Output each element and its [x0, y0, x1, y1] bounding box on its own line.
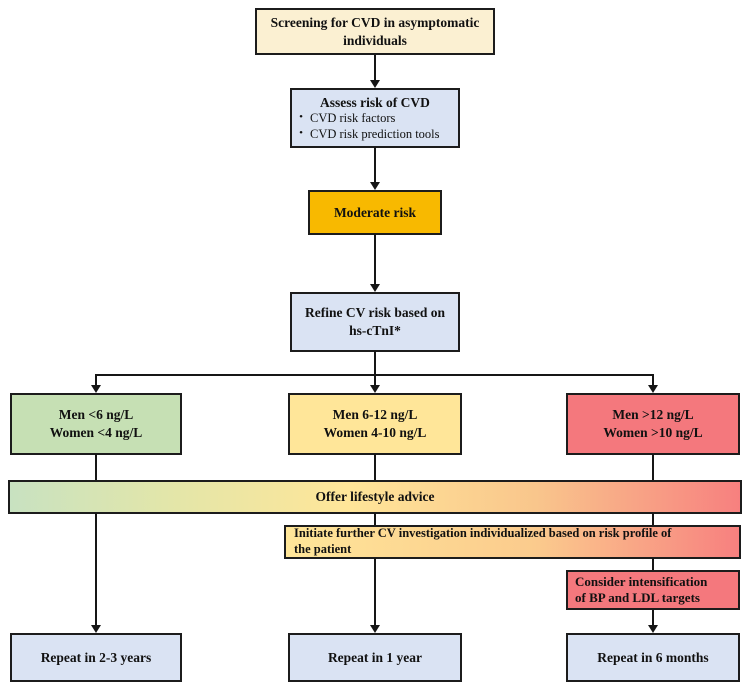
moderate-risk-box: Moderate risk [308, 190, 442, 235]
screening-line-1: Screening for CVD in asymptomatic [270, 14, 480, 30]
connector-low-lifestyle [95, 454, 97, 480]
investigation-line-1: Initiate further CV investigation indivi… [294, 526, 672, 541]
connector-assess-moderate [374, 147, 376, 182]
assess-bullet-2: • CVD risk prediction tools [292, 127, 458, 143]
arrowhead-down-icon [370, 284, 380, 292]
screening-line-2: individuals [343, 32, 407, 48]
moderate-risk-label: Moderate risk [333, 204, 417, 220]
connector-lifestyle-repeat-low [95, 513, 97, 625]
connector-intensification-repeat-high [652, 610, 654, 625]
intensification-line-2: of BP and LDL targets [575, 590, 700, 605]
screening-box: Screening for CVD in asymptomatic indivi… [255, 8, 495, 55]
high-risk-line-1: Men >12 ng/L [612, 407, 694, 423]
arrowhead-down-icon [370, 80, 380, 88]
high-risk-line-2: Women >10 ng/L [603, 425, 703, 440]
intensification-box: Consider intensification of BP and LDL t… [566, 570, 740, 610]
connector-high-lifestyle [652, 454, 654, 480]
refine-line-2: hs-cTnI* [349, 323, 401, 338]
assess-bullet-2-text: CVD risk prediction tools [310, 126, 440, 141]
repeat-2-3-years-label: Repeat in 2-3 years [40, 649, 152, 665]
arrowhead-down-icon [370, 625, 380, 633]
repeat-6-months-box: Repeat in 6 months [566, 633, 740, 682]
connector-split-high [652, 374, 654, 385]
assess-title: Assess risk of CVD [320, 94, 430, 110]
lifestyle-advice-bar: Offer lifestyle advice [8, 480, 742, 514]
connector-investigation-intensification [652, 558, 654, 570]
connector-screening-assess [374, 55, 376, 80]
connector-split-low [95, 374, 97, 385]
low-risk-line-1: Men <6 ng/L [58, 407, 134, 423]
repeat-2-3-years-box: Repeat in 2-3 years [10, 633, 182, 682]
refine-risk-box: Refine CV risk based on hs-cTnI* [290, 292, 460, 352]
repeat-1-year-box: Repeat in 1 year [288, 633, 462, 682]
connector-intermediate-lifestyle [374, 454, 376, 480]
intensification-line-1: Consider intensification [575, 573, 708, 589]
refine-line-1: Refine CV risk based on [304, 305, 446, 321]
assess-risk-box: Assess risk of CVD • CVD risk factors • … [290, 88, 460, 148]
intermediate-risk-line-2: Women 4-10 ng/L [323, 425, 427, 440]
intermediate-risk-line-1: Men 6-12 ng/L [332, 407, 418, 423]
investigation-box: Initiate further CV investigation indivi… [284, 525, 741, 559]
low-risk-line-2: Women <4 ng/L [49, 425, 143, 440]
investigation-line-2: the patient [294, 542, 352, 556]
arrowhead-down-icon [370, 182, 380, 190]
connector-investigation-repeat-mid [374, 558, 376, 625]
arrowhead-down-icon [370, 385, 380, 393]
assess-bullet-1-text: CVD risk factors [310, 111, 396, 126]
arrowhead-down-icon [648, 625, 658, 633]
lifestyle-advice-label: Offer lifestyle advice [315, 489, 435, 505]
repeat-6-months-label: Repeat in 6 months [597, 649, 709, 665]
assess-bullet-1: • CVD risk factors [292, 111, 458, 127]
low-risk-box: Men <6 ng/L Women <4 ng/L [10, 393, 182, 455]
arrowhead-down-icon [91, 385, 101, 393]
connector-refine-split [374, 351, 376, 375]
intermediate-risk-box: Men 6-12 ng/L Women 4-10 ng/L [288, 393, 462, 455]
bullet-icon: • [299, 111, 303, 124]
bullet-icon: • [299, 126, 303, 139]
high-risk-box: Men >12 ng/L Women >10 ng/L [566, 393, 740, 455]
connector-lifestyle-investigation-high [652, 513, 654, 525]
connector-split-intermediate [374, 374, 376, 385]
arrowhead-down-icon [648, 385, 658, 393]
connector-moderate-refine [374, 234, 376, 284]
arrowhead-down-icon [91, 625, 101, 633]
repeat-1-year-label: Repeat in 1 year [327, 649, 423, 665]
connector-lifestyle-investigation-mid [374, 513, 376, 525]
